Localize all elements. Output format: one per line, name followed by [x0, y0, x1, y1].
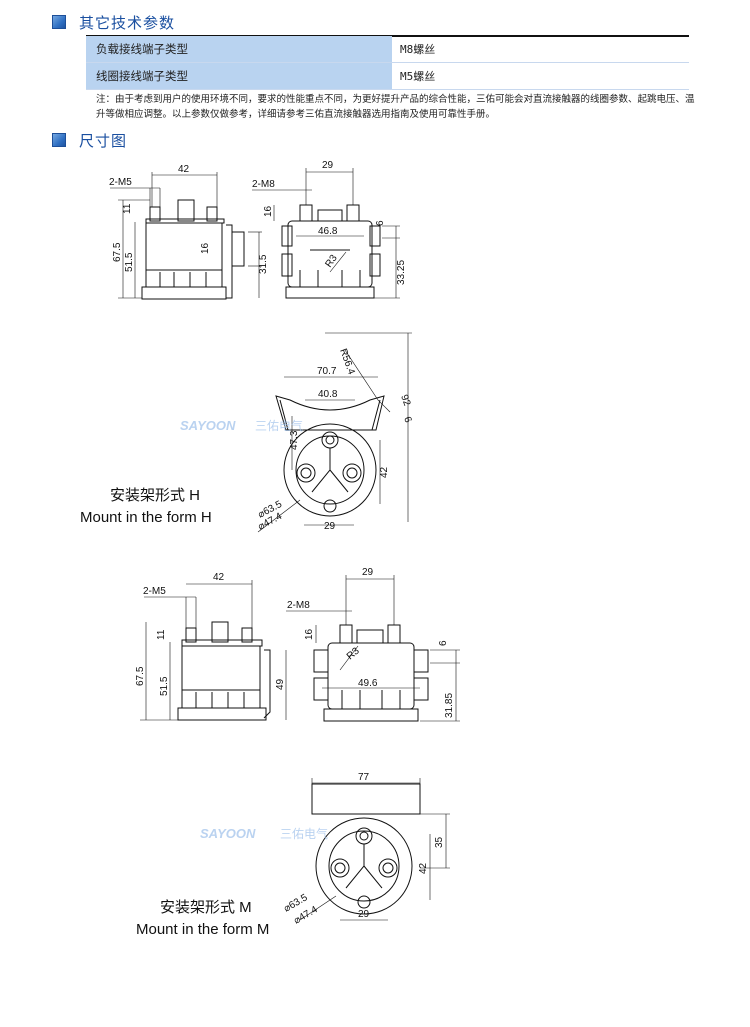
dim-label: 42	[178, 164, 190, 175]
table-row: 负载接线端子类型 M8螺丝	[86, 36, 689, 63]
dim-label: 92	[398, 393, 412, 408]
dim-label: 31.85	[444, 693, 455, 718]
dim-label: 46.8	[318, 226, 338, 237]
dim-label: R56.4	[337, 347, 357, 376]
section-square-icon	[52, 133, 66, 147]
section-header-dimensions: 尺寸图	[52, 130, 127, 150]
dim-label: 29	[362, 567, 374, 578]
dim-label: 67.5	[112, 242, 123, 262]
dim-label: 42	[213, 572, 225, 583]
dim-label: 40.8	[318, 389, 338, 400]
watermark-logo: SAYOON	[200, 826, 256, 841]
param-value: M8螺丝	[392, 36, 689, 63]
caption-m-en: Mount in the form M	[136, 921, 269, 938]
dim-label: 70.7	[317, 366, 337, 377]
section-header-other-params: 其它技术参数	[52, 12, 175, 32]
dim-label: 16	[200, 242, 211, 254]
dim-label: 42	[418, 862, 429, 874]
dim-label: 11	[156, 629, 167, 640]
watermark-cn: 三佑电气	[280, 826, 328, 841]
section-square-icon	[52, 15, 66, 29]
caption-m-cn: 安装架形式 M	[160, 899, 252, 916]
watermark-logo: SAYOON	[180, 418, 236, 433]
dim-label: 29	[324, 521, 336, 532]
drawing-h-side	[110, 172, 262, 300]
watermark-cn: 三佑电气	[255, 418, 303, 433]
dim-label: 51.5	[124, 252, 135, 272]
dim-label: 49	[275, 678, 286, 690]
dim-label: 11	[122, 203, 133, 214]
dim-label: 47.3	[289, 430, 300, 450]
dim-label: 33.25	[396, 260, 407, 285]
table-row: 线圈接线端子类型 M5螺丝	[86, 62, 689, 90]
dim-label: R3	[323, 253, 340, 270]
dim-label: 29	[358, 909, 370, 920]
dim-label: 16	[304, 628, 315, 640]
drawing-m-front	[286, 575, 460, 722]
section-title: 其它技术参数	[79, 13, 176, 32]
dim-label: 67.5	[135, 666, 146, 686]
dim-label: 2-M8	[287, 600, 310, 611]
dim-label: 16	[263, 205, 274, 217]
dim-label: 2-M8	[252, 179, 275, 190]
dim-label: 31.5	[258, 254, 269, 274]
param-label: 线圈接线端子类型	[86, 62, 392, 90]
drawing-m-top	[299, 778, 450, 921]
drawing-h-top	[257, 332, 412, 533]
caption-h-cn: 安装架形式 H	[110, 487, 200, 504]
dim-label: 6	[438, 640, 449, 646]
dim-label: 35	[434, 836, 445, 848]
param-label: 负载接线端子类型	[86, 36, 392, 63]
drawing-h-front	[252, 168, 400, 299]
dim-label: 49.6	[358, 678, 378, 689]
drawing-m-side	[140, 580, 287, 721]
note-text: 注：由于考虑到用户的使用环境不同，要求的性能重点不同，为更好提升产品的综合性能，…	[96, 94, 695, 120]
section-title: 尺寸图	[79, 131, 128, 150]
params-table: 负载接线端子类型 M8螺丝 线圈接线端子类型 M5螺丝	[86, 36, 689, 90]
dim-label: 6	[401, 415, 413, 424]
dim-label: 29	[322, 160, 334, 171]
dim-label: 2-M5	[143, 586, 166, 597]
dim-label: 77	[358, 772, 370, 783]
dim-label: 42	[379, 466, 390, 478]
dim-label: 2-M5	[109, 177, 132, 188]
caption-h-en: Mount in the form H	[80, 509, 212, 526]
dim-label: 51.5	[159, 676, 170, 696]
dim-label: 6	[375, 220, 386, 226]
param-value: M5螺丝	[392, 62, 689, 90]
